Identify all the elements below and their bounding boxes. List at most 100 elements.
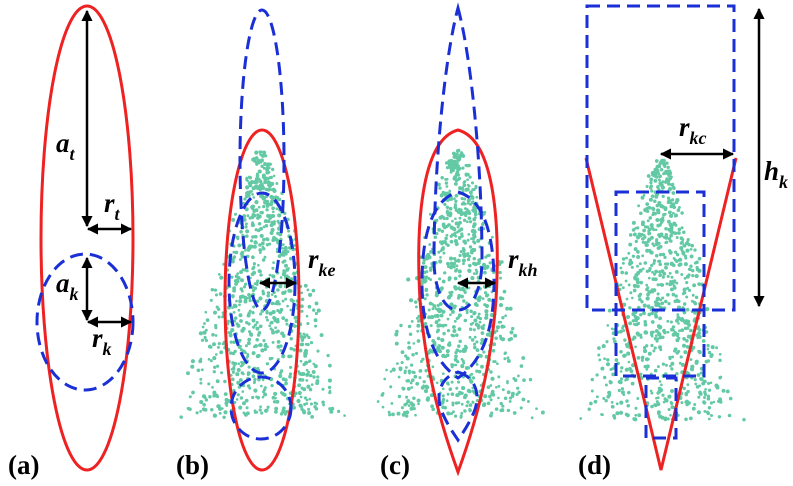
point-cloud-dot xyxy=(312,375,316,379)
point-cloud-dot xyxy=(230,377,235,382)
point-cloud-dot xyxy=(256,333,261,337)
point-cloud-dot xyxy=(437,227,442,232)
point-cloud-dot xyxy=(237,243,242,248)
point-cloud-dot xyxy=(614,358,619,362)
point-cloud-dot xyxy=(702,400,707,405)
point-cloud-dot xyxy=(427,350,432,354)
point-cloud-dot xyxy=(253,410,257,414)
point-cloud-dot xyxy=(236,272,240,275)
point-cloud-dot xyxy=(251,395,255,400)
point-cloud-dot xyxy=(600,412,604,416)
point-cloud-dot xyxy=(436,345,441,350)
point-cloud-dot xyxy=(462,375,465,379)
point-cloud-dot xyxy=(634,345,637,349)
point-cloud-dot xyxy=(448,206,453,211)
point-cloud-dot xyxy=(248,298,252,303)
point-cloud-dot xyxy=(240,328,245,333)
point-cloud-dot xyxy=(488,394,492,399)
point-cloud-dot xyxy=(670,275,674,279)
point-cloud-dot xyxy=(497,396,500,400)
point-cloud-dot xyxy=(689,358,693,361)
point-cloud-dot xyxy=(489,384,493,387)
point-cloud-dot xyxy=(310,383,314,386)
point-cloud-dot xyxy=(242,217,247,222)
point-cloud-dot xyxy=(305,314,309,318)
point-cloud-dot xyxy=(671,355,675,359)
point-cloud-dot xyxy=(471,376,476,380)
point-cloud-dot xyxy=(255,241,258,245)
point-cloud-dot xyxy=(212,413,217,418)
point-cloud-dot xyxy=(465,311,469,315)
point-cloud-dot xyxy=(670,281,675,286)
point-cloud-dot xyxy=(501,316,505,320)
point-cloud-dot xyxy=(627,390,631,395)
point-cloud-dot xyxy=(681,252,685,256)
point-cloud-dot xyxy=(463,202,467,206)
point-cloud-dot xyxy=(234,250,239,255)
point-cloud-dot xyxy=(680,328,685,333)
point-cloud-dot xyxy=(231,259,235,264)
point-cloud-dot xyxy=(433,235,438,240)
point-cloud-dot xyxy=(667,186,673,192)
point-cloud-dot xyxy=(699,377,704,382)
point-cloud-dot xyxy=(275,207,279,211)
point-cloud-dot xyxy=(658,380,662,383)
point-cloud-dot xyxy=(651,270,654,274)
point-cloud-dot xyxy=(261,378,265,382)
point-cloud-dot xyxy=(281,260,285,264)
point-cloud-dot xyxy=(624,279,628,283)
point-cloud-dot xyxy=(502,289,507,294)
point-cloud-dot xyxy=(469,202,473,206)
point-cloud-dot xyxy=(639,280,644,285)
point-cloud-dot xyxy=(661,252,666,257)
point-cloud-dot xyxy=(602,375,607,380)
point-cloud-dot xyxy=(643,364,647,369)
point-cloud-dot xyxy=(430,315,435,320)
point-cloud-dot xyxy=(661,194,665,199)
point-cloud-dot xyxy=(684,241,689,246)
point-cloud-dot xyxy=(472,205,477,210)
point-cloud-dot xyxy=(652,288,657,293)
point-cloud-dot xyxy=(706,396,711,401)
point-cloud-dot xyxy=(645,368,649,371)
point-cloud-dot xyxy=(288,372,293,376)
point-cloud-dot xyxy=(655,238,659,242)
point-cloud-dot xyxy=(412,342,416,345)
point-cloud-dot xyxy=(330,406,335,411)
point-cloud-dot xyxy=(394,332,399,337)
point-cloud-dot xyxy=(242,285,247,289)
point-cloud-dot xyxy=(464,207,467,211)
point-cloud-dot xyxy=(236,393,240,397)
point-cloud-dot xyxy=(509,336,514,341)
point-cloud-dot xyxy=(697,256,702,261)
r-k-symbol: rk xyxy=(92,323,112,359)
point-cloud-dot xyxy=(619,349,623,354)
point-cloud-dot xyxy=(477,369,482,374)
point-cloud-dot xyxy=(265,309,269,313)
point-cloud-dot xyxy=(693,403,697,406)
point-cloud-dot xyxy=(628,242,633,247)
point-cloud-dot xyxy=(636,284,640,289)
point-cloud-dot xyxy=(643,319,647,324)
point-cloud-dot xyxy=(343,414,346,417)
point-cloud-dot xyxy=(651,277,656,281)
point-cloud-dot xyxy=(470,181,475,185)
point-cloud-dot xyxy=(271,210,275,214)
point-cloud-dot xyxy=(491,235,494,239)
point-cloud-dot xyxy=(686,238,690,242)
point-cloud-dot xyxy=(434,293,439,298)
point-cloud-dot xyxy=(389,385,393,389)
point-cloud-dot xyxy=(447,276,452,281)
point-cloud-dot xyxy=(239,348,244,352)
point-cloud-dot xyxy=(276,231,280,236)
point-cloud-dot xyxy=(455,348,460,353)
point-cloud-dot xyxy=(299,359,303,363)
point-cloud-dot xyxy=(606,324,610,327)
point-cloud-dot xyxy=(474,322,479,327)
point-cloud-dot xyxy=(696,410,701,415)
point-cloud-dot xyxy=(508,396,513,400)
point-cloud-dot xyxy=(631,254,636,258)
point-cloud-dot xyxy=(406,277,411,282)
point-cloud-dot xyxy=(452,328,457,334)
point-cloud-dot xyxy=(477,258,482,263)
